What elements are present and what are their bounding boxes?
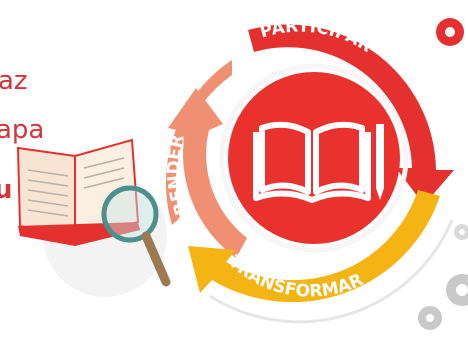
participar-arc (248, 24, 454, 206)
aprender-arc (168, 88, 247, 258)
open-book-icon (253, 121, 371, 203)
text-fragment-line1: az (0, 66, 28, 96)
pen-icon (376, 124, 384, 200)
text-fragment-line3: u (0, 175, 13, 205)
magnifier-book-icon (16, 138, 171, 287)
text-fragment-line2: apa (0, 115, 45, 145)
gear-icon (418, 18, 468, 330)
transformar-arc (188, 190, 440, 303)
participar-label: PARTICIPAR (258, 17, 376, 57)
